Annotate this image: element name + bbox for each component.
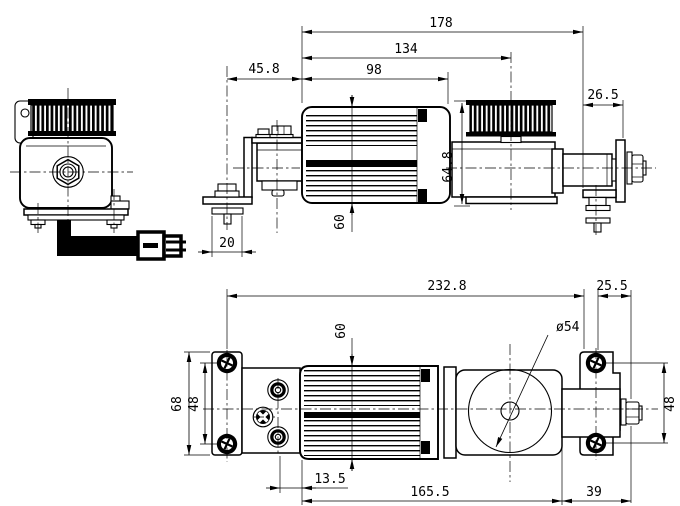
left-gearbox: [256, 142, 303, 182]
shaft-block-plan: [561, 388, 621, 438]
dim-mounting-span: 165.5: [410, 485, 449, 500]
dim-motor-length: 98: [366, 63, 382, 78]
dim-right-offset: 26.5: [587, 88, 618, 103]
mounting-base: [23, 208, 129, 216]
dim-shaft-extension: 25.5: [596, 279, 627, 294]
dim-left-plate-length: 68: [170, 396, 185, 412]
side-view-dimensions: 178 134 98 45.8 26.5 64.8 60 20: [198, 16, 624, 257]
dim-pulley-center: 134: [394, 42, 418, 57]
plan-view: 232.8 25.5 60 ø54 68 48 13.5: [170, 279, 678, 505]
dim-overall-height: 64.8: [441, 151, 456, 182]
dim-gearbox-offset: 13.5: [314, 472, 345, 487]
dim-right-hole-spacing: 48: [663, 396, 678, 412]
dim-left-offset: 45.8: [248, 62, 279, 77]
plan-view-dimensions: 232.8 25.5 60 ø54 68 48 13.5: [170, 279, 678, 505]
gear-housing-side: [451, 141, 556, 198]
dim-overall-length-side: 178: [429, 16, 452, 31]
dim-body-diameter-side: 60: [333, 214, 348, 230]
side-elevation-view: 178 134 98 45.8 26.5 64.8 60 20: [198, 16, 656, 257]
left-foot: [202, 196, 253, 205]
right-bracket-plate: [615, 139, 626, 203]
wire-connector: [136, 230, 186, 261]
shaft-nut-plan: [625, 401, 640, 425]
dim-pulley-diameter: ø54: [556, 320, 580, 335]
pulley-teeth: [30, 104, 114, 133]
dim-right-bracket-width: 39: [586, 485, 602, 500]
dim-foot-width: 20: [219, 236, 235, 251]
dim-left-hole-spacing: 48: [187, 396, 202, 412]
shaft-end-nut: [631, 154, 644, 183]
shaft-cylinder: [562, 153, 613, 187]
end-view: [10, 88, 186, 261]
dim-body-diameter-plan: 60: [334, 323, 349, 339]
cable: [57, 218, 138, 256]
dim-overall-length-plan: 232.8: [427, 279, 466, 294]
right-plate-screws: [585, 352, 607, 454]
